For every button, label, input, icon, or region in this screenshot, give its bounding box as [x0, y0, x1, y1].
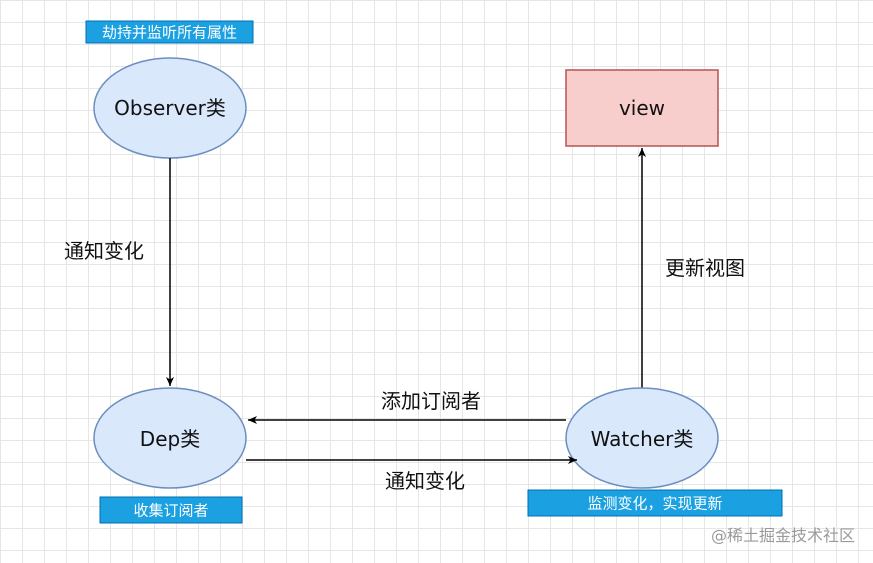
watcher-tag-label: 监测变化，实现更新: [587, 495, 722, 513]
watcher-node[interactable]: [565, 387, 719, 489]
dep-tag-label: 收集订阅者: [133, 502, 208, 520]
observer-node-label: Observer类: [114, 96, 226, 120]
observer-tag-box: [85, 20, 254, 44]
watcher-node-label: Watcher类: [591, 427, 694, 451]
dep-tag-box: [99, 496, 243, 524]
dep-node[interactable]: [93, 387, 247, 489]
dep-node-label: Dep类: [140, 427, 200, 451]
view-node[interactable]: [565, 69, 719, 147]
watcher-tag-box: [527, 489, 783, 517]
watcher-to-dep-label: 添加订阅者: [381, 389, 481, 413]
watcher-to-view-label: 更新视图: [665, 256, 745, 280]
observer-to-dep-label: 通知变化: [64, 239, 144, 263]
view-node-label: view: [619, 96, 665, 120]
observer-tag-label: 劫持并监听所有属性: [102, 24, 237, 42]
dep-to-watcher-label: 通知变化: [385, 469, 465, 493]
watermark: @稀土掘金技术社区: [711, 526, 855, 545]
